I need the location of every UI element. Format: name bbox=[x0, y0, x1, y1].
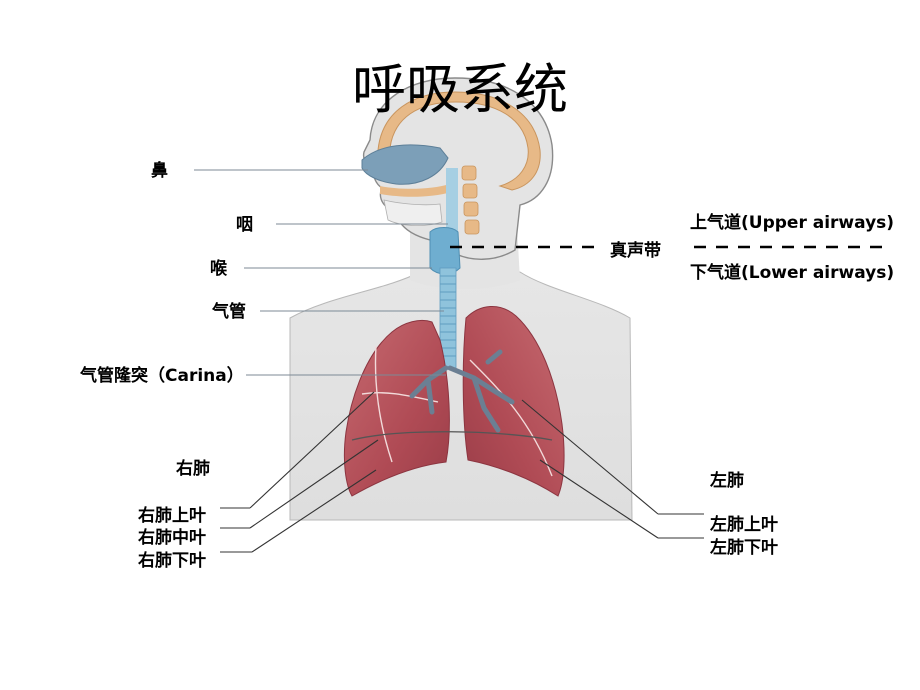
cervical-vertebrae bbox=[461, 165, 480, 235]
right-upper-lobe-leader bbox=[249, 391, 375, 509]
lungs bbox=[343, 306, 565, 497]
label-upper-airways: 上气道(Upper airways) bbox=[690, 212, 894, 233]
torso-shape bbox=[289, 271, 633, 521]
label-right-lung: 右肺 bbox=[176, 458, 210, 479]
airway bbox=[429, 227, 461, 369]
label-left-lung: 左肺 bbox=[710, 470, 744, 491]
label-right-upper-lobe: 右肺上叶 bbox=[138, 505, 206, 526]
left-upper-lobe-leader bbox=[521, 399, 659, 515]
right-lower-lobe-leader bbox=[251, 469, 377, 553]
right-lung-shape bbox=[343, 319, 450, 497]
left-labels: 鼻 咽 喉 气管 气管隆突（Carina） 右肺 右肺上叶 右肺中叶 右肺下叶 bbox=[79, 160, 448, 571]
right-oblique-fissure bbox=[374, 345, 393, 463]
trachea-rings bbox=[440, 275, 456, 357]
right-labels: 真声带 上气道(Upper airways) 下气道(Lower airways… bbox=[450, 212, 894, 558]
label-left-lower-lobe: 左肺下叶 bbox=[710, 537, 778, 558]
label-lower-airways: 下气道(Lower airways) bbox=[690, 262, 894, 283]
skull-bone bbox=[377, 91, 541, 191]
label-pharynx: 咽 bbox=[236, 215, 253, 235]
label-trachea: 气管 bbox=[211, 301, 246, 322]
label-right-lower-lobe: 右肺下叶 bbox=[138, 550, 206, 571]
nasal-cavity bbox=[361, 144, 449, 185]
page-title: 呼吸系统 bbox=[352, 58, 568, 121]
larynx-shape bbox=[429, 227, 461, 275]
label-vocal-cords: 真声带 bbox=[610, 240, 661, 261]
label-left-upper-lobe: 左肺上叶 bbox=[710, 514, 778, 535]
label-nose: 鼻 bbox=[151, 160, 168, 181]
diaphragm-line bbox=[351, 431, 553, 441]
pharynx-shape bbox=[446, 168, 458, 240]
palate bbox=[380, 184, 452, 197]
bronchial-tree bbox=[409, 349, 515, 433]
oral-cavity bbox=[383, 199, 443, 226]
label-right-middle-lobe: 右肺中叶 bbox=[138, 527, 206, 548]
label-larynx: 喉 bbox=[210, 258, 228, 279]
label-carina: 气管隆突（Carina） bbox=[79, 365, 244, 386]
left-lower-lobe-leader bbox=[539, 459, 659, 539]
body-silhouette bbox=[289, 77, 633, 521]
left-oblique-fissure bbox=[469, 359, 553, 477]
right-middle-lobe-leader bbox=[249, 439, 379, 529]
